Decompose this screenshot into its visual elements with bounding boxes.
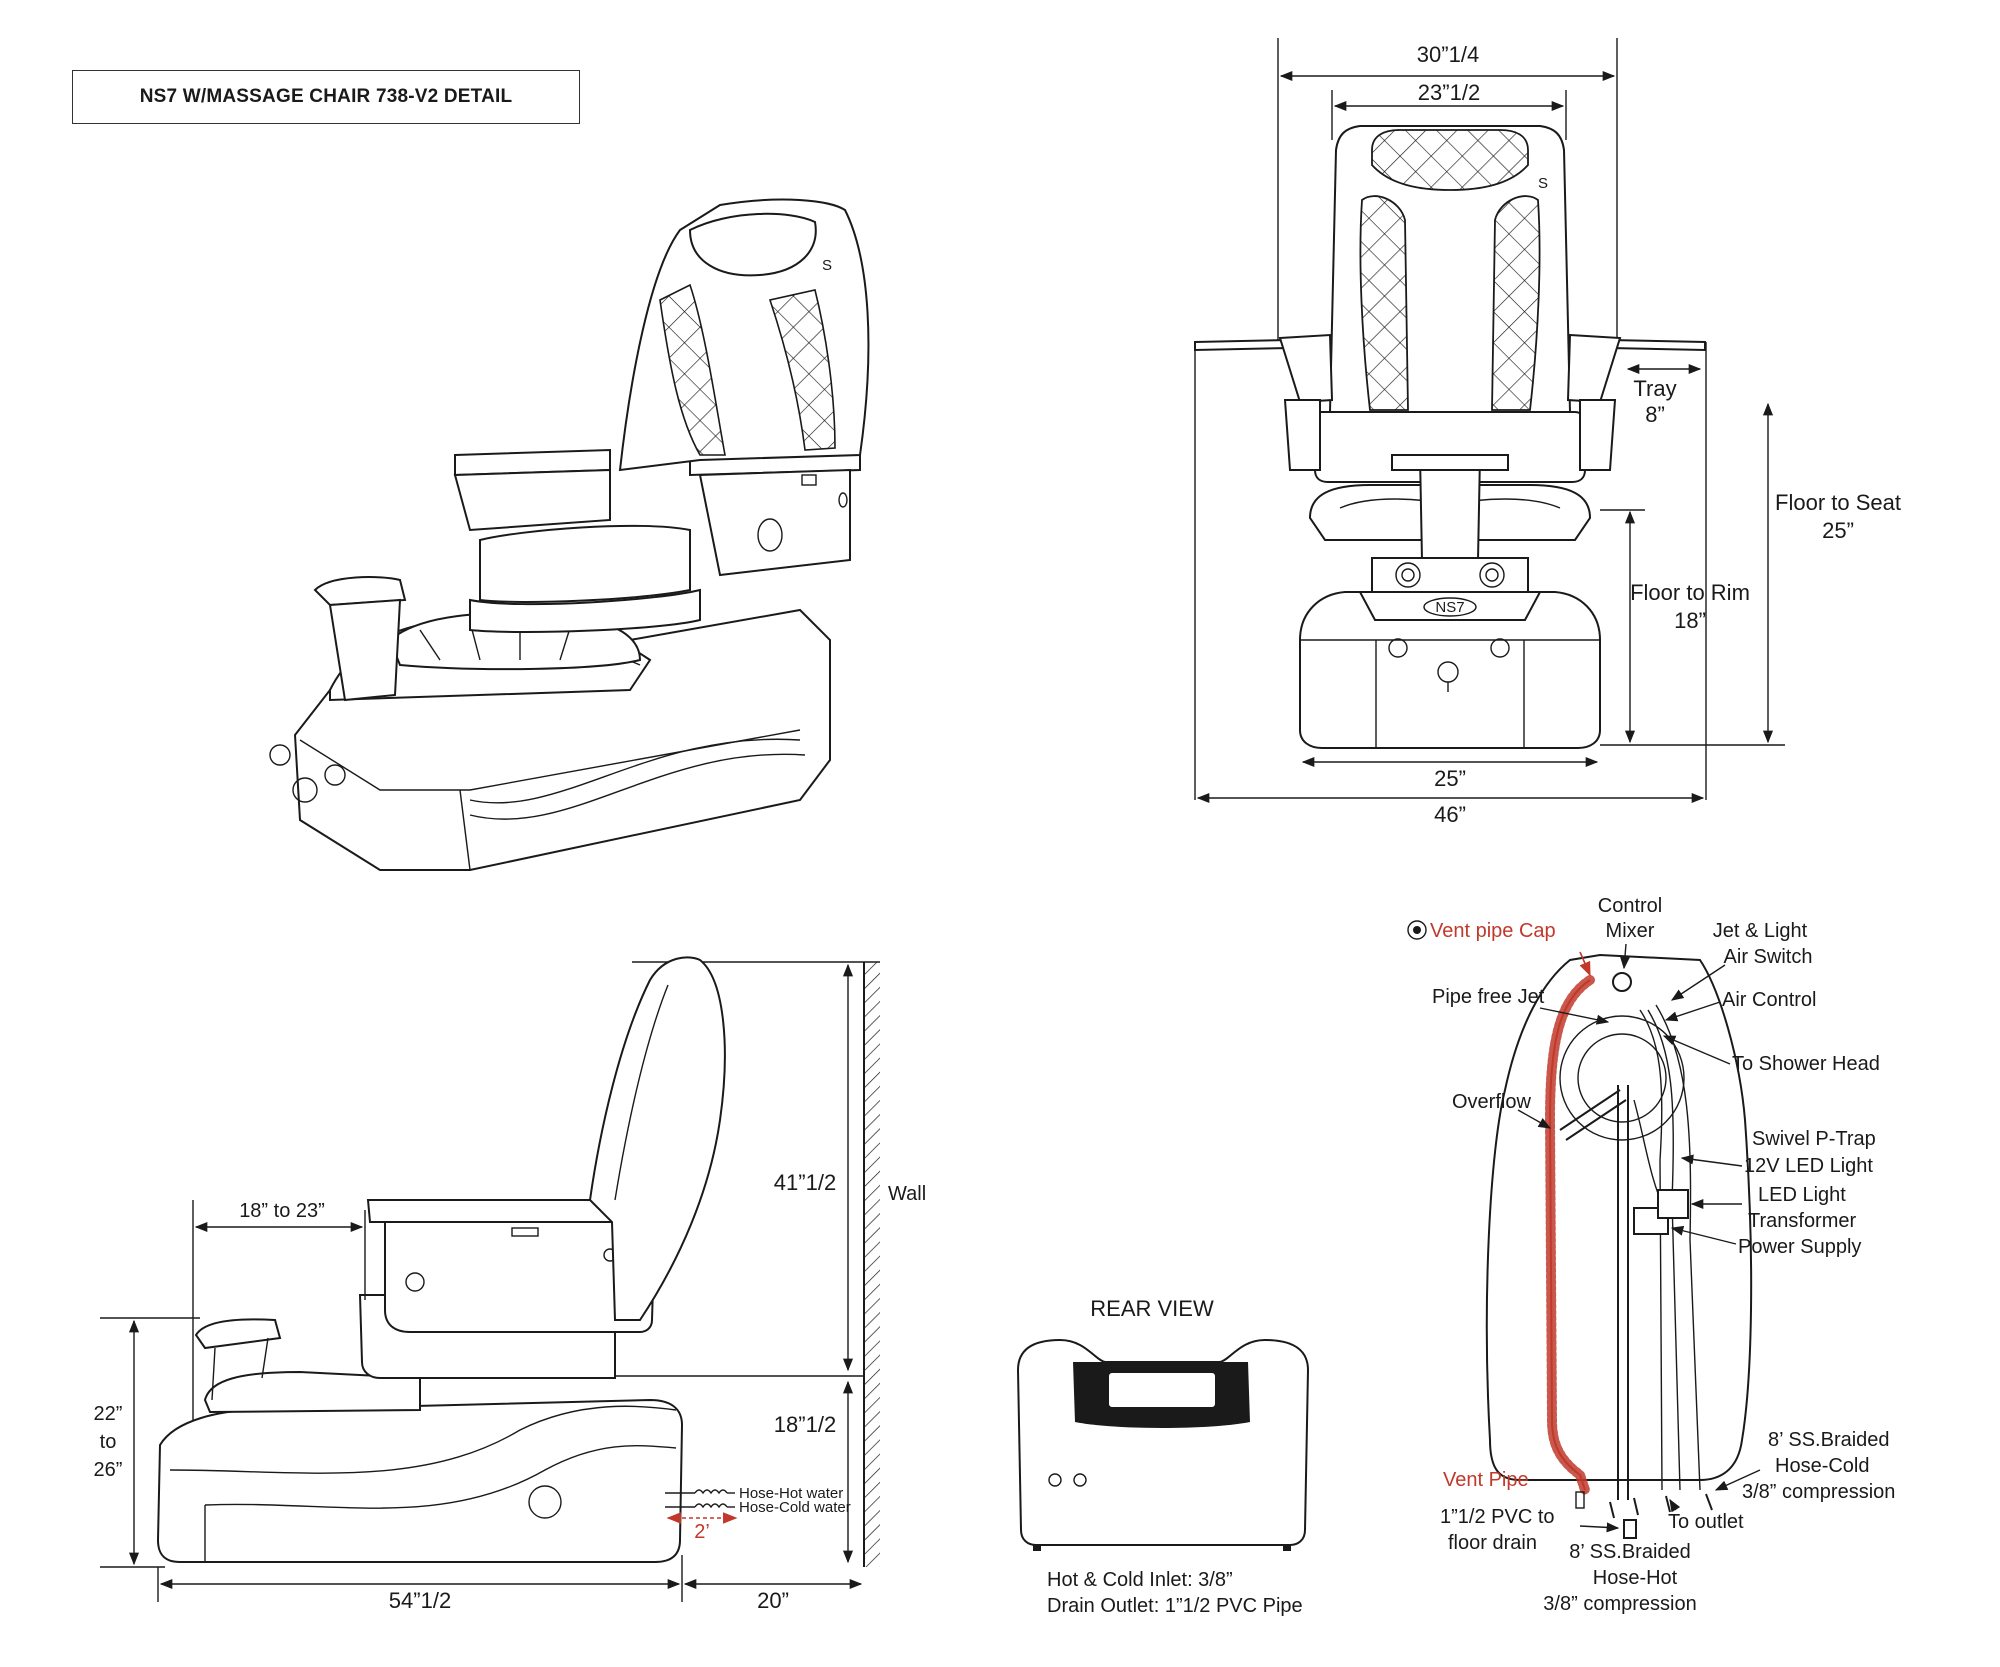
air-control-label: Air Control (1722, 989, 1816, 1011)
backrest-logo-front: S (1538, 175, 1548, 192)
front-view: 30”1/4 23”1/2 S Tray 8” (1194, 38, 1901, 827)
hose-hot-label: Hose-Hot water (739, 1485, 843, 1502)
control-mixer-label-1: Control (1598, 895, 1662, 917)
led-transformer-label-2: Transformer (1748, 1210, 1857, 1232)
footrest-height-3: 26” (94, 1459, 123, 1481)
vent-cap-label: Vent pipe Cap (1430, 920, 1556, 942)
hot-hose-label-1: 8’ SS.Braided (1569, 1541, 1691, 1563)
pvc-label-2: floor drain (1448, 1532, 1537, 1554)
length-dim: 54”1/2 (389, 1588, 451, 1613)
tray-value: 8” (1645, 402, 1665, 427)
jet-light-label-1: Jet & Light (1713, 920, 1808, 942)
floor-to-rim-label: Floor to Rim (1630, 580, 1750, 605)
led-12v-label: 12V LED Light (1744, 1155, 1873, 1177)
floor-to-seat-label: Floor to Seat (1775, 490, 1901, 515)
floor-to-rim-value: 18” (1674, 608, 1706, 633)
vent-pipe-label: Vent Pipe (1443, 1469, 1529, 1491)
pipe-free-jet-label: Pipe free Jet (1432, 986, 1545, 1008)
base-width: 25” (1434, 766, 1466, 791)
brand-mark: NS7 (1435, 599, 1464, 616)
cold-hose-label-1: 8’ SS.Braided (1768, 1429, 1890, 1451)
p-trap-label: Swivel P-Trap (1752, 1128, 1876, 1150)
overall-width: 46” (1434, 802, 1466, 827)
rear-view: REAR VIEW Hot & Cold Inlet: 3/8” Drain O… (1016, 1296, 1310, 1617)
side-view: Wall 41”1/2 18”1/2 18” to 23” (94, 956, 926, 1613)
footrest-height-1: 22” (94, 1403, 123, 1425)
dim-total-width: 30”1/4 (1417, 42, 1479, 67)
dim-back-width: 23”1/2 (1418, 80, 1480, 105)
jet-light-label-2: Air Switch (1724, 946, 1813, 968)
plumbing-diagram: Vent pipe Cap Control Mixer Jet & Light … (1407, 895, 1895, 1615)
cold-hose-label-2: Hose-Cold (1775, 1455, 1869, 1477)
footrest-height-2: to (100, 1431, 117, 1453)
isometric-chair-view: S (269, 198, 870, 871)
cold-hose-label-3: 3/8” compression (1742, 1481, 1895, 1503)
backrest-logo-iso: S (822, 257, 832, 274)
rear-note-1: Hot & Cold Inlet: 3/8” (1047, 1569, 1233, 1591)
overflow-label: Overflow (1452, 1091, 1531, 1113)
footrest-range: 18” to 23” (239, 1200, 325, 1222)
height-lower: 18”1/2 (774, 1412, 836, 1437)
hose-gap: 2’ (694, 1521, 710, 1543)
to-outlet-label: To outlet (1668, 1511, 1744, 1533)
rear-view-heading: REAR VIEW (1090, 1296, 1214, 1321)
hot-hose-label-2: Hose-Hot (1593, 1567, 1678, 1589)
shower-head-label: To Shower Head (1732, 1053, 1880, 1075)
power-supply-label: Power Supply (1738, 1236, 1861, 1258)
floor-to-seat-value: 25” (1822, 518, 1854, 543)
hot-hose-label-3: 3/8” compression (1543, 1593, 1696, 1615)
tray-label: Tray (1633, 376, 1676, 401)
hose-cold-label: Hose-Cold water (739, 1499, 851, 1516)
height-upper: 41”1/2 (774, 1170, 836, 1195)
wall-label: Wall (888, 1183, 926, 1205)
rear-note-2: Drain Outlet: 1”1/2 PVC Pipe (1047, 1595, 1303, 1617)
control-mixer-label-2: Mixer (1606, 920, 1655, 942)
clearance-dim: 20” (757, 1588, 789, 1613)
drawing-title: NS7 W/MASSAGE CHAIR 738-V2 DETAIL (72, 70, 580, 124)
led-transformer-label-1: LED Light (1758, 1184, 1846, 1206)
pvc-label-1: 1”1/2 PVC to (1440, 1506, 1555, 1528)
